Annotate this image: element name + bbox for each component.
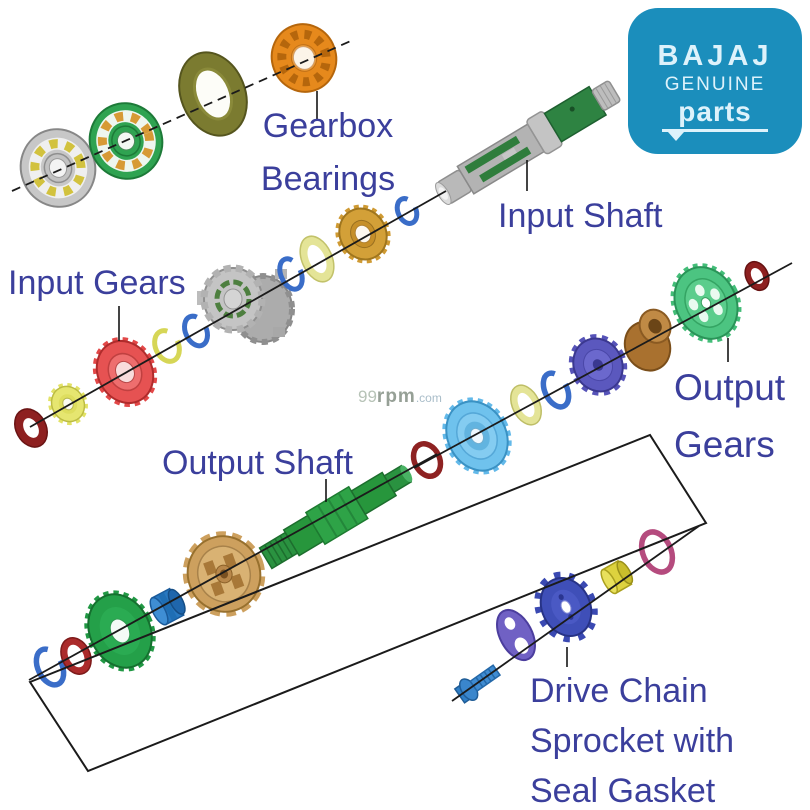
logo-brand-text: BAJAJ [657,40,773,72]
label-drive-chain-line1: Drive Chain [530,672,708,710]
gray-clutch-hub [197,264,295,345]
watermark-rpm: rpm [376,386,416,407]
bearing-axis-dashed-line [11,39,354,192]
input-shaft [435,80,621,206]
label-output-gears-line2: Gears [674,424,775,465]
logo-arrow-icon [668,132,684,141]
logo-parts-text: parts [678,96,752,127]
label-input-gears: Input Gears [8,264,186,302]
yellow-circlip [152,328,182,364]
purple-gear [568,334,628,396]
brown-hub [623,308,672,372]
label-gearbox-bearings-line1: Gearbox [262,107,394,145]
blue-bushing [149,587,186,626]
output-gears-axis-line [413,262,793,469]
leader-lines [118,91,729,667]
watermark-com: .com [415,391,442,405]
purple-seal-gasket [496,609,536,661]
label-output-shaft: Output Shaft [162,444,353,482]
green-output-gear [670,263,742,343]
watermark-99: 99 [358,387,377,406]
blue-circlip-2 [277,256,305,292]
watermark: 99rpm.com [358,386,442,408]
label-gearbox-bearings-line2: Bearings [260,160,396,198]
gearbox-boundary-box [28,433,708,773]
label-output-gears-line1: Output [674,367,786,408]
red-washer [14,408,48,448]
output-shaft-axis-line [28,453,438,681]
label-output-gears: Output Gears [674,359,785,473]
label-drive-chain-line2: Sprocket with [530,722,735,760]
label-drive-chain-line3: Seal Gasket [530,772,716,810]
blue-circlip-3 [394,196,420,226]
pale-yellow-ring-2 [510,384,542,426]
logo-genuine-text: GENUINE [664,74,766,95]
label-drive-chain-sprocket: Drive Chain Sprocket with Seal Gasket [530,666,734,810]
pink-oring [638,529,676,575]
golden-gear [335,204,391,264]
orange-ball-bearing [270,23,338,93]
silver-ball-bearing [19,128,97,208]
logo-underline [662,129,768,141]
label-gearbox-bearings: Gearbox Bearings [233,100,423,206]
bajaj-genuine-parts-logo: BAJAJ GENUINE parts [628,8,802,154]
tan-clutch-hub [182,531,266,617]
sprocket-axis-line [451,525,700,702]
small-yellow-gear [48,382,88,426]
axis-lines [11,39,793,773]
olive-seal-ring [178,51,248,137]
cyan-gear [442,397,512,475]
label-input-shaft: Input Shaft [498,197,663,235]
blue-sprocket [534,571,598,643]
input-gears-axis-line [29,190,447,428]
